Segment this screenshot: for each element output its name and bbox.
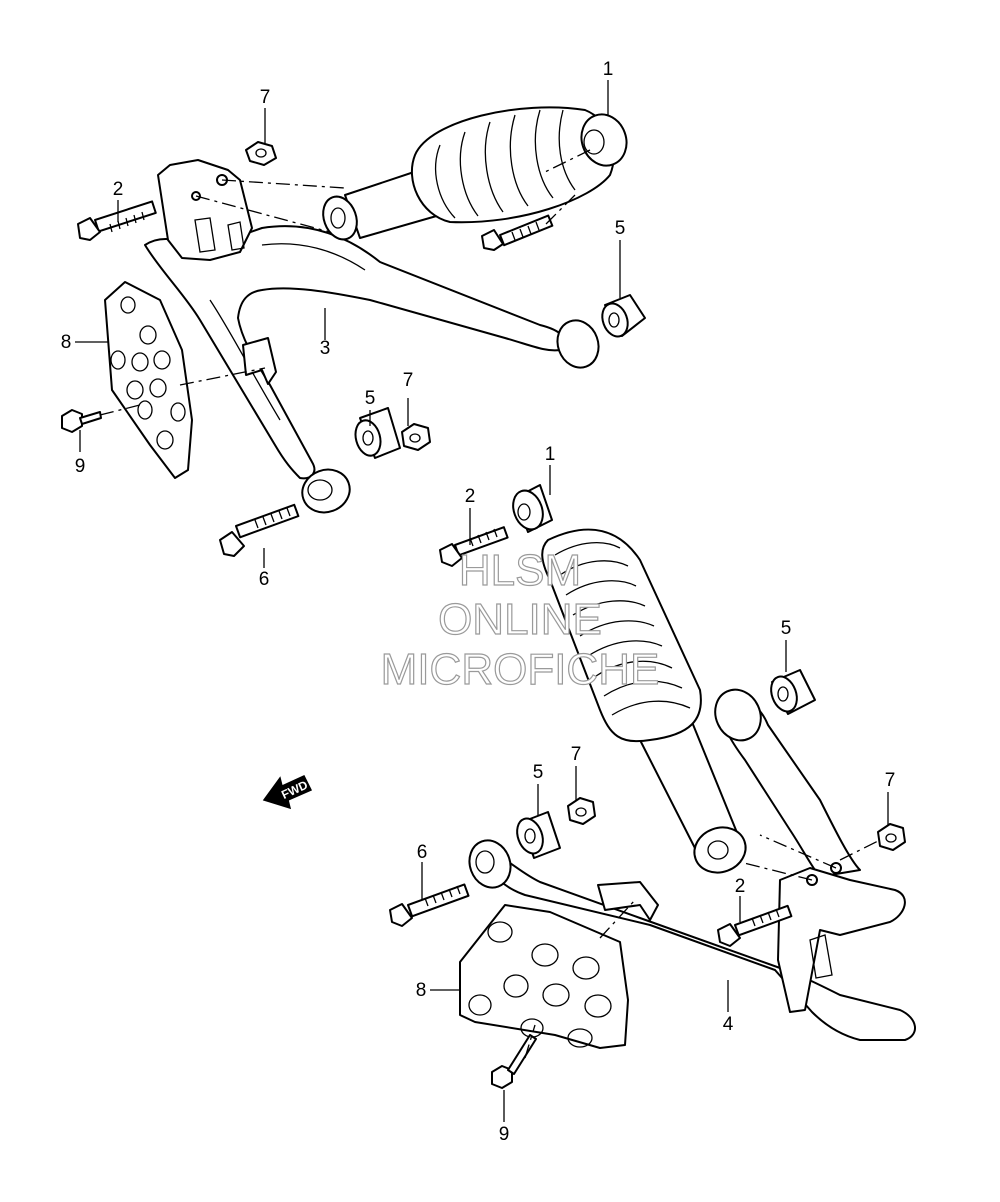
top-bushing-5b	[354, 407, 401, 459]
top-mounting-bracket	[157, 159, 253, 261]
top-nut-7b	[401, 423, 431, 451]
bottom-bolt-2b	[717, 904, 793, 947]
callout-5-bottom-mid: 5	[533, 762, 544, 783]
callout-9-top: 9	[75, 456, 86, 477]
callout-6-top: 6	[259, 569, 270, 590]
top-bushing-5a	[601, 294, 646, 338]
top-bolt-6	[219, 503, 300, 557]
top-leader-lines	[75, 80, 621, 568]
top-swing-arm-3	[144, 225, 600, 514]
top-shock-absorber-1	[322, 106, 628, 241]
bottom-bushing-5b	[516, 811, 561, 859]
bottom-foot-plate-8	[459, 904, 629, 1049]
callout-6-bottom: 6	[417, 842, 428, 863]
callout-9-bottom: 9	[499, 1124, 510, 1145]
callout-1-bottom: 1	[545, 444, 556, 465]
bottom-bolt-2a	[439, 526, 509, 567]
bottom-nut-7a	[567, 797, 596, 825]
top-bolt-2	[77, 200, 157, 241]
callout-7-bottom-right: 7	[885, 770, 896, 791]
watermark: HLSM ONLINE MICROFICHE	[380, 545, 660, 694]
bottom-swing-arm-4	[468, 688, 916, 1041]
callout-2-bottom-right: 2	[735, 876, 746, 897]
callout-1-top: 1	[603, 59, 614, 80]
callout-3: 3	[320, 338, 331, 359]
bottom-shock-absorber-1	[512, 484, 747, 874]
callout-labels: 1 2 7 5 3 8 9 5 7 6 1 2 5 5 7 7 6 2 8 4 …	[61, 59, 896, 1145]
callout-8-bottom: 8	[416, 980, 427, 1001]
callout-4: 4	[723, 1014, 734, 1035]
callout-7-top-mid: 7	[403, 370, 414, 391]
top-nut-7	[245, 141, 277, 166]
watermark-line-2: ONLINE	[438, 595, 602, 644]
watermark-line-3: MICROFICHE	[381, 645, 660, 694]
bottom-screw-9	[491, 1034, 537, 1089]
callout-5-top-right: 5	[615, 218, 626, 239]
fwd-label: FWD	[279, 778, 310, 802]
fwd-arrow-icon: FWD	[262, 775, 313, 810]
bottom-nut-7b	[877, 823, 906, 851]
top-foot-plate-8	[104, 281, 193, 479]
callout-5-top-mid: 5	[365, 388, 376, 409]
bottom-leader-lines	[421, 465, 889, 1122]
callout-7-bottom-mid: 7	[571, 744, 582, 765]
callout-2-bottom-left: 2	[465, 486, 476, 507]
bottom-bushing-5a	[770, 669, 816, 715]
callout-8-top: 8	[61, 332, 72, 353]
top-screw-9	[61, 409, 102, 433]
callout-7-top: 7	[260, 87, 271, 108]
callout-5-bottom-right: 5	[781, 618, 792, 639]
top-bolt-2b	[481, 214, 554, 251]
watermark-line-1: HLSM	[459, 546, 581, 595]
bottom-bolt-6	[389, 883, 470, 927]
callout-2-top: 2	[113, 179, 124, 200]
